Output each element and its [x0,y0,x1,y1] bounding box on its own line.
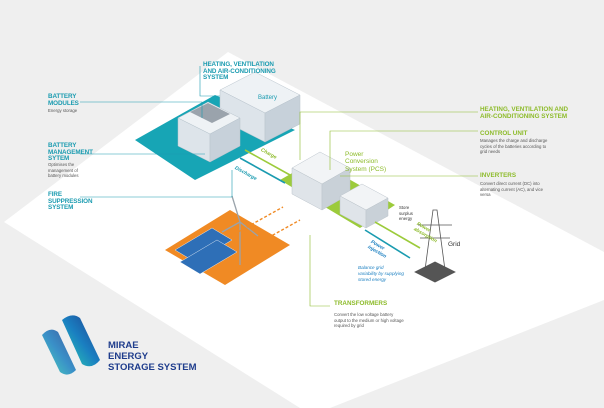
pcs-building [291,151,389,229]
label-battery: Battery [258,95,278,101]
label-fire-suppression: FIRE SUPPRESSION SYSTEM [48,191,93,212]
label-store-surplus: Store surplus energy [399,205,413,222]
desc-transformers: Convert the low voltage battery output t… [334,312,404,329]
label-pcs: Power Conversion System (PCS) [345,151,387,173]
discharge-arrow [239,157,286,184]
desc-bms: Optimises the management of battery modu… [48,162,79,179]
label-control-unit: CONTROL UNIT [480,130,528,137]
leader-lines-green [299,111,478,307]
battery-container-rear [219,71,301,143]
logo-text: MIRAE ENERGY STORAGE SYSTEM [108,340,197,373]
desc-inverters: Convert direct current (DC) into alterna… [480,181,544,198]
label-inverters: INVERTERS [480,172,517,179]
solar-panels [174,227,238,275]
label-balance-grid: Balance grid variability by supplying st… [358,265,404,282]
label-hvac-pcs: HEATING, VENTILATION AND AIR-CONDITIONIN… [480,106,569,120]
grid-pylon [414,209,456,283]
label-bms: BATTERY MANAGEMENT SYTEM [48,142,93,163]
leader-lines-teal [80,66,233,198]
solar-arrows [237,206,301,246]
absorption-arrow [374,221,421,249]
label-transformers: TRANSFORMERS [334,300,388,307]
label-hvac-battery: HEATING, VENTILATION AND AIR-CONDITIONIN… [203,61,276,82]
wind-turbine [221,195,259,265]
mirae-logo [42,315,100,375]
charge-arrow [244,149,291,176]
desc-control-unit: Manages the charge and discharge cycles … [480,138,548,155]
label-battery-modules: BATTERY MODULES [48,93,79,107]
label-grid: Grid [448,241,461,248]
desc-battery-modules: Energy storage [48,108,78,113]
battery-container-front [177,101,241,163]
injection-arrow [364,229,411,259]
